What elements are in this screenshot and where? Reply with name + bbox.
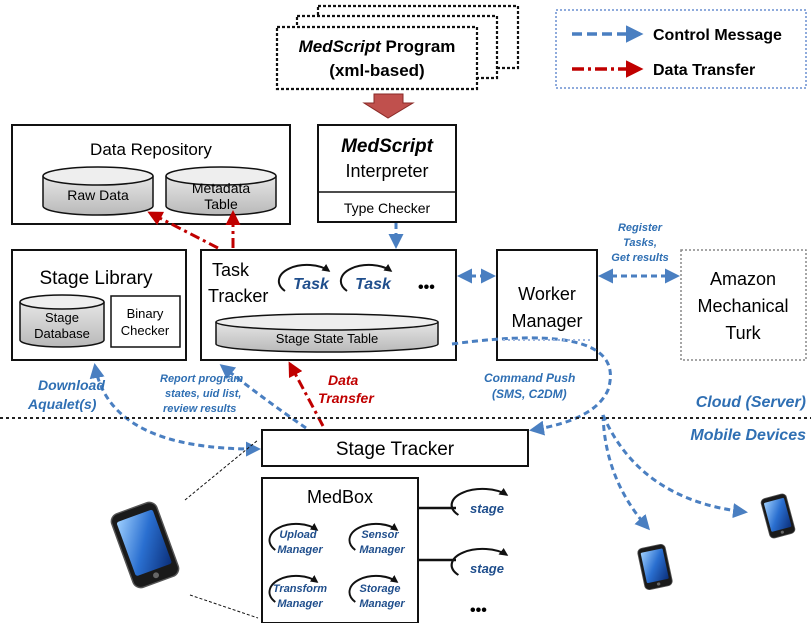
report-label-2: states, uid list, — [165, 388, 241, 400]
sensor-manager-label-1: Sensor — [361, 529, 399, 541]
connections — [89, 210, 748, 531]
register-line-3: Get results — [611, 252, 668, 264]
metadata-table-cylinder: Metadata Table — [165, 166, 277, 216]
stage-library: Stage Library Stage Database Binary Chec… — [11, 249, 187, 361]
report-label-3: review results — [163, 403, 236, 415]
data-repository: Data Repository Raw Data Metadata Table — [11, 124, 291, 225]
register-line-2: Tasks, — [623, 237, 657, 249]
stage-node-2: stage — [452, 549, 507, 576]
metadata-label-2: Table — [204, 196, 238, 212]
stage-database-label-1: Stage — [45, 310, 79, 325]
program-to-interpreter-arrow — [362, 93, 415, 119]
report-label-1: Report program — [160, 373, 243, 385]
task-loop-2: Task — [341, 265, 392, 293]
mobile-device-1 — [636, 543, 674, 591]
stage-tracker-title: Stage Tracker — [336, 439, 455, 460]
stage-database-label-2: Database — [34, 326, 90, 341]
raw-data-cylinder: Raw Data — [42, 166, 154, 216]
task-ellipsis: ••• — [418, 279, 435, 296]
register-line-1: Register — [618, 222, 663, 234]
amt-label-2: Mechanical — [697, 296, 788, 316]
binary-checker-label-2: Checker — [121, 323, 170, 338]
sensor-manager-label-2: Manager — [359, 544, 405, 556]
legend: Control Message Data Transfer — [555, 9, 807, 89]
task-tracker: Task Tracker Task Task ••• Stage State T… — [200, 249, 457, 361]
download-aqualets-arrow — [89, 363, 261, 457]
command-push-label-1: Command Push — [484, 371, 575, 385]
push-to-device-1-arrow — [601, 414, 651, 531]
stage-node-1: stage — [452, 489, 507, 516]
task-tracker-title-2: Tracker — [208, 286, 268, 306]
data-transfer-label-2: Transfer — [318, 390, 375, 406]
worker-manager: Worker Manager — [496, 249, 598, 361]
stage-label-2: stage — [470, 561, 504, 576]
task-tracker-title-1: Task — [212, 260, 250, 280]
cloud-label: Cloud (Server) — [696, 394, 806, 411]
upload-manager-label-2: Manager — [277, 544, 323, 556]
stage-state-table-label: Stage State Table — [276, 331, 378, 346]
medscript-program-stack: MedScript Program (xml-based) — [275, 4, 520, 91]
stage-tracker-data-transfer-arrow — [288, 361, 325, 427]
mobile-device-2 — [759, 492, 797, 540]
interpreter-name: MedScript — [341, 136, 434, 157]
program-format: (xml-based) — [329, 61, 424, 80]
data-transfer-label-1: Data — [328, 372, 359, 388]
task-label-2: Task — [355, 276, 392, 293]
storage-manager-label-2: Manager — [359, 598, 405, 610]
storage-manager: Storage Manager — [349, 576, 405, 610]
stage-database-cylinder: Stage Database — [19, 294, 105, 348]
binary-checker-label-1: Binary — [127, 306, 164, 321]
task-label-1: Task — [293, 276, 330, 293]
medbox: MedBox Upload Manager Sensor Manager Tra… — [261, 477, 419, 623]
main-phone — [108, 439, 259, 619]
stage-tracker: Stage Tracker — [261, 429, 529, 467]
stage-library-title: Stage Library — [39, 268, 153, 289]
transform-manager: Transform Manager — [269, 576, 327, 610]
medbox-title: MedBox — [307, 487, 373, 507]
task-loop-1: Task — [279, 265, 330, 293]
amazon-mechanical-turk: Amazon Mechanical Turk — [680, 249, 807, 361]
register-label: Register Tasks, Get results — [611, 222, 668, 264]
stage-state-table-cylinder: Stage State Table — [215, 313, 439, 353]
storage-manager-label-1: Storage — [360, 583, 401, 595]
download-label-1: Download — [38, 377, 105, 393]
upload-manager: Upload Manager — [269, 524, 323, 556]
upload-manager-label-1: Upload — [279, 529, 317, 541]
stage-label-1: stage — [470, 501, 504, 516]
data-repository-title: Data Repository — [90, 140, 212, 159]
legend-data-label: Data Transfer — [653, 62, 755, 79]
legend-control-label: Control Message — [653, 27, 782, 44]
sensor-manager: Sensor Manager — [349, 524, 405, 556]
metadata-label-1: Metadata — [192, 180, 251, 196]
push-to-device-2-arrow — [601, 414, 748, 519]
svg-text:MedScript Program: MedScript Program — [299, 37, 456, 56]
transform-manager-label-2: Manager — [277, 598, 323, 610]
worker-manager-label-1: Worker — [518, 284, 576, 304]
medscript-interpreter: MedScript Interpreter Type Checker — [317, 124, 457, 223]
arrow-labels: Download Aqualet(s) Report program state… — [27, 371, 575, 415]
stages-ellipsis: ••• — [470, 602, 487, 619]
program-name: MedScript — [299, 37, 383, 56]
amt-label-1: Amazon — [710, 269, 776, 289]
raw-data-label: Raw Data — [67, 187, 129, 203]
download-label-2: Aqualet(s) — [27, 396, 97, 412]
tracker-to-repo-arrow-1 — [147, 211, 219, 250]
worker-manager-label-2: Manager — [511, 311, 582, 331]
transform-manager-label-1: Transform — [273, 583, 327, 595]
mobile-label: Mobile Devices — [690, 427, 806, 444]
program-suffix: Program — [381, 37, 456, 56]
stages: stage stage ••• — [418, 489, 507, 619]
type-checker-label: Type Checker — [344, 200, 431, 216]
command-push-label-2: (SMS, C2DM) — [492, 387, 567, 401]
amt-label-3: Turk — [725, 323, 761, 343]
interpreter-title: Interpreter — [345, 161, 428, 181]
